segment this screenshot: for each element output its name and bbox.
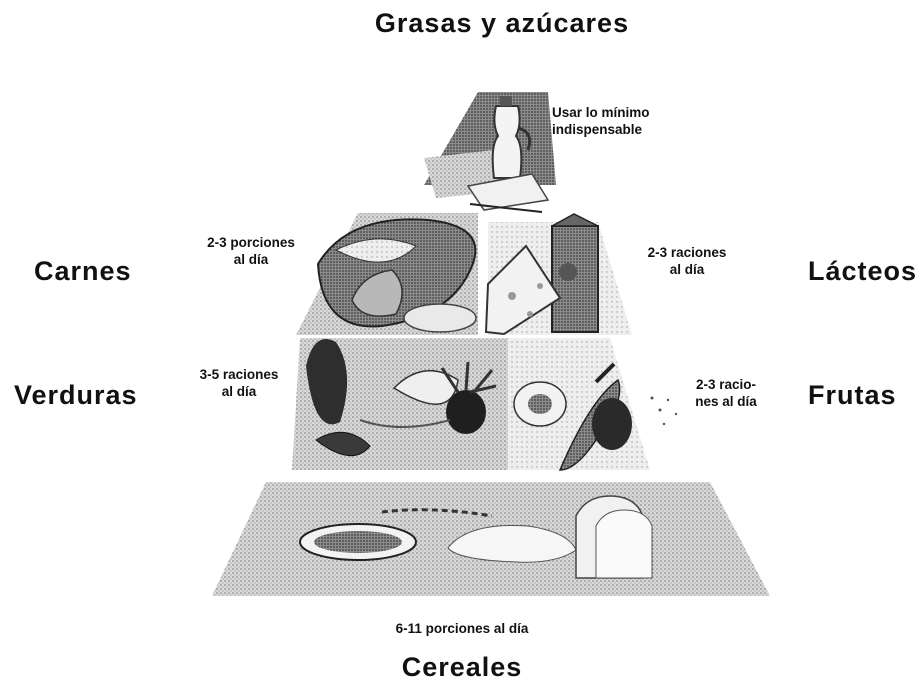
cereals-tier [212,482,770,596]
cereals-title: Cereales [362,652,562,683]
vegetables-note-line2: al día [184,383,294,400]
fruits-note-line1: 2-3 racio- [676,376,776,393]
dairy-tier [486,214,632,335]
cereals-note: 6-11 porciones al día [362,620,562,637]
vegetables-note-line1: 3-5 raciones [184,366,294,383]
fruits-title: Frutas [808,380,897,411]
dairy-title: Lácteos [808,256,917,287]
fruits-tier [508,338,677,470]
meats-note-line2: al día [196,251,306,268]
fats-note-line1: Usar lo mínimo [552,104,650,121]
meats-tier [296,213,478,335]
vegetables-title: Verduras [14,380,138,411]
fats-tier [424,92,556,212]
fats-title: Grasas y azúcares [352,8,652,39]
vegetables-tier [292,338,508,470]
fats-note-line2: indispensable [552,121,642,138]
meats-note-line1: 2-3 porciones [196,234,306,251]
meats-title: Carnes [34,256,132,287]
dairy-note-line1: 2-3 raciones [632,244,742,261]
fruits-note-line2: nes al día [676,393,776,410]
dairy-note-line2: al día [632,261,742,278]
